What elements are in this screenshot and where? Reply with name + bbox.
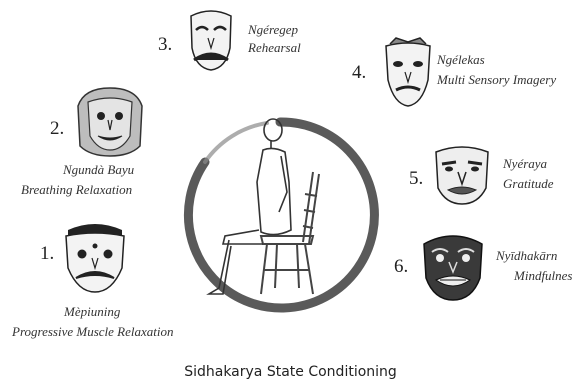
step-1-technique: Progressive Muscle Relaxation [12,322,174,342]
step-2-technique: Breathing Relaxation [21,180,132,200]
mask-icon [74,86,146,158]
mask-icon [62,216,128,294]
mask-icon [382,36,434,108]
step-6-number: 6. [394,256,408,278]
step-3-number: 3. [158,34,172,56]
step-6-technique: Mindfulnes [514,266,573,286]
step-4-name: Ngélekas [437,50,485,70]
step-5-name: Nyéraya [503,154,547,174]
mask-icon [420,230,486,302]
step-5-number: 5. [409,168,423,190]
step-4-number: 4. [352,62,366,84]
mask-icon [186,8,236,72]
step-5-technique: Gratitude [503,174,554,194]
step-1-name: Mèpiuning [64,302,120,322]
step-3-name: Ngéregep [248,20,298,40]
mask-icon [432,142,492,206]
diagram-title: Sidhakarya State Conditioning [0,364,581,380]
step-6-name: Nyīdhakārn [496,246,557,266]
seated-person-icon [205,112,335,302]
step-2-number: 2. [50,118,64,140]
step-3-technique: Rehearsal [248,38,301,58]
step-1-number: 1. [40,243,54,265]
step-2-name: Ngundà Bayu [63,160,134,180]
step-4-technique: Multi Sensory Imagery [437,70,556,90]
